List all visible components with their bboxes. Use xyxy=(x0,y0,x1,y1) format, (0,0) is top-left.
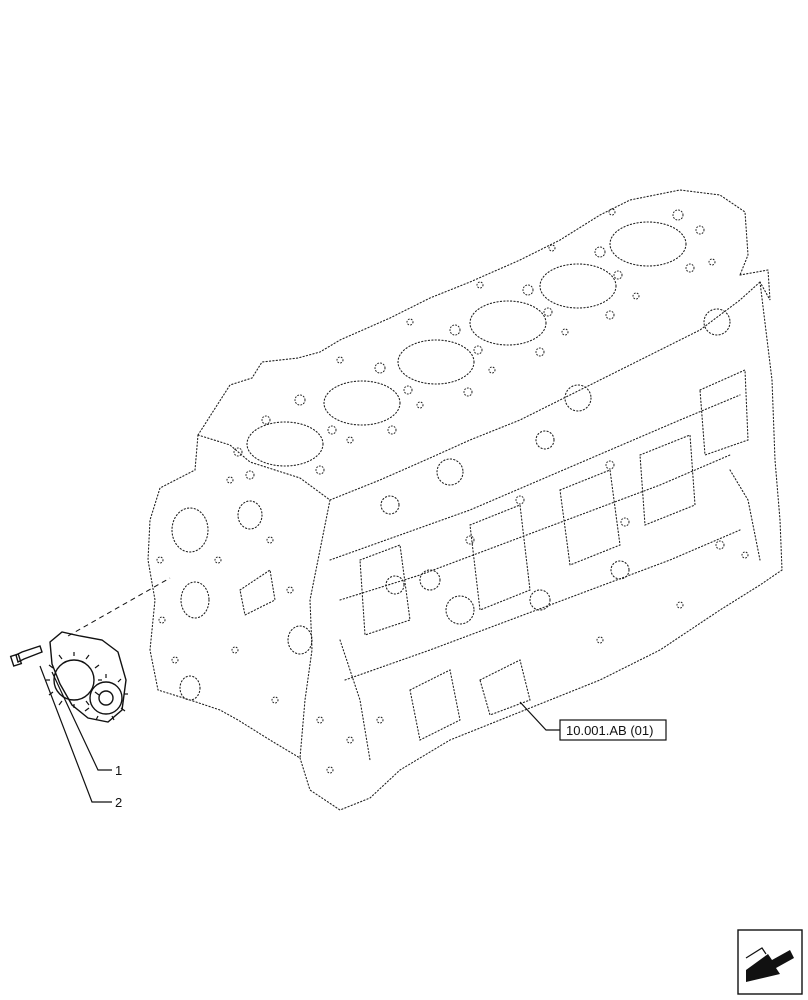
engine-block xyxy=(147,189,783,811)
callout-2: 2 xyxy=(115,795,122,810)
mounting-bolt xyxy=(9,645,43,667)
reference-label: 10.001.AB (01) xyxy=(566,723,653,738)
alignment-line xyxy=(67,577,171,637)
oil-pump xyxy=(46,631,128,723)
callout-1: 1 xyxy=(115,763,122,778)
callout-leaders xyxy=(39,665,560,803)
next-page-arrow-icon[interactable] xyxy=(737,929,803,995)
reference-box: 10.001.AB (01) xyxy=(559,719,667,741)
